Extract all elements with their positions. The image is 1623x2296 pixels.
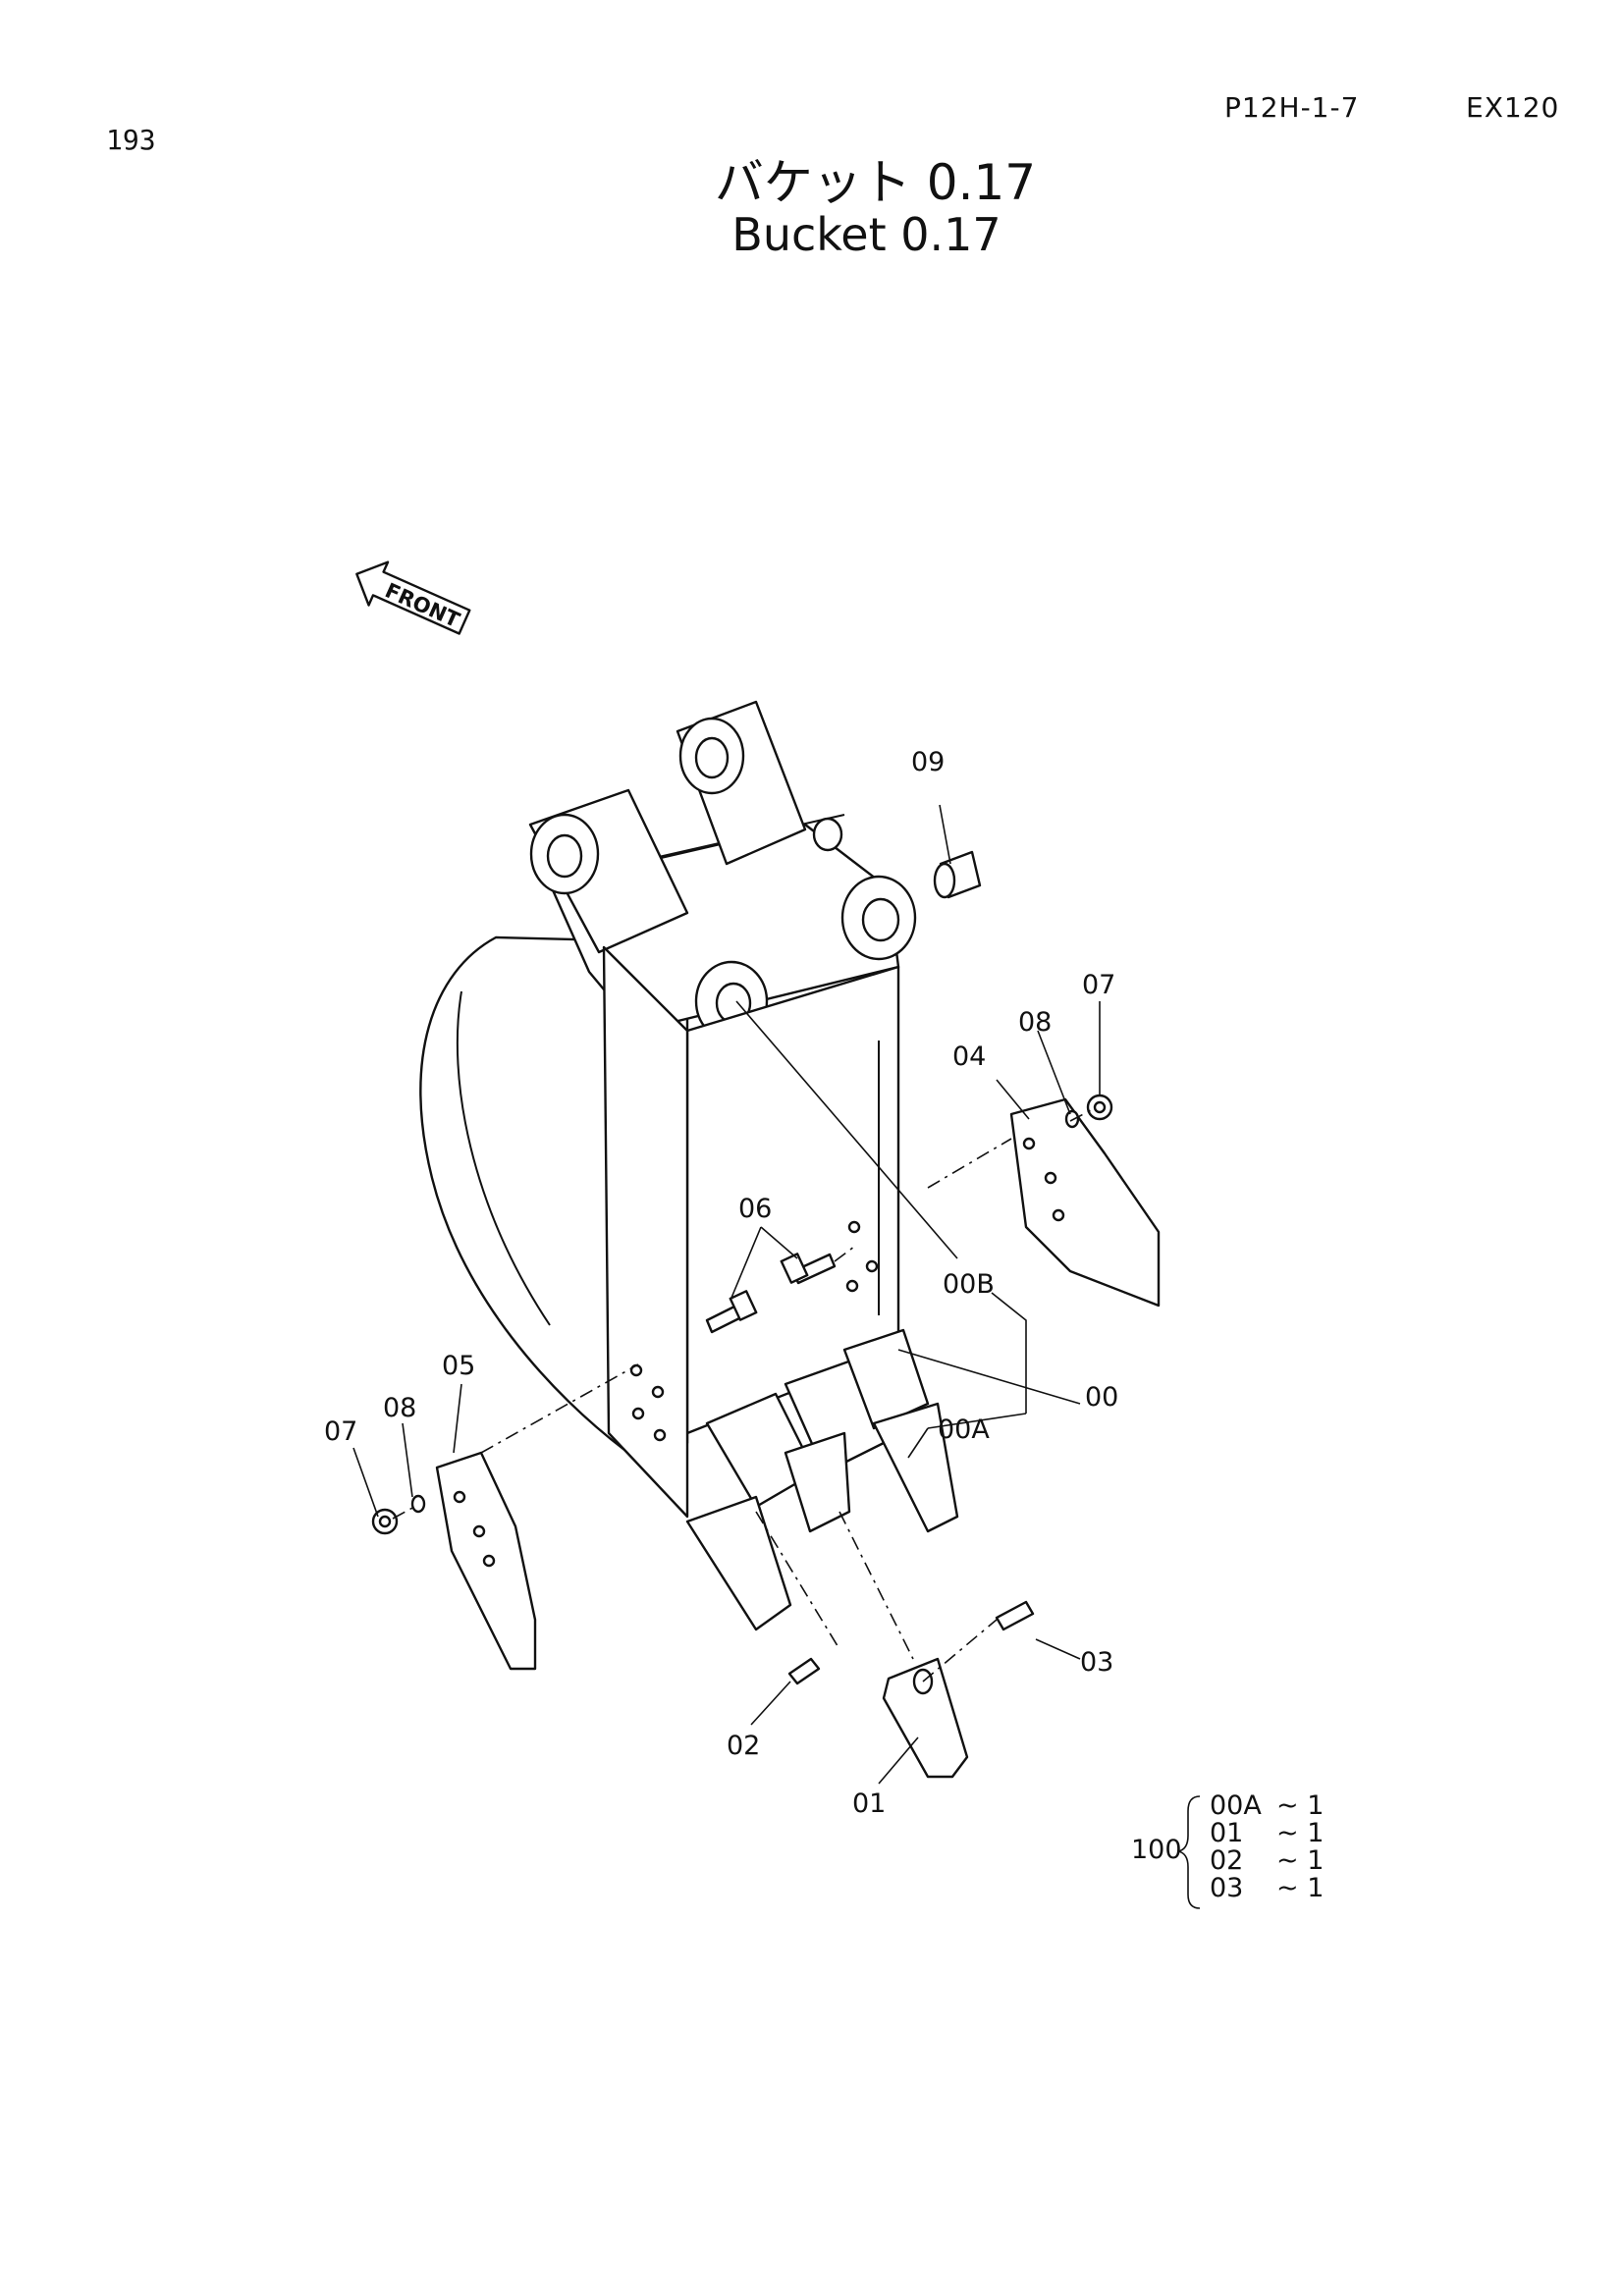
page-number: 193 [106,124,156,156]
bushing-part [933,850,982,899]
callout-04: 04 [952,1041,986,1072]
callout-01: 01 [852,1789,886,1819]
side-cutter-left-part [435,1451,537,1671]
callout-00: 00 [1085,1382,1118,1413]
kit-item-part: 03 [1210,1873,1243,1903]
side-cutter-right-part [1009,1097,1161,1308]
callout-02: 02 [727,1731,760,1761]
bolts-part [705,1253,837,1334]
title-japanese: バケット 0.17 [714,154,1037,211]
kit-item-part: 02 [1210,1845,1243,1876]
title-english: Bucket 0.17 [731,208,1001,261]
callout-00B: 00B [943,1269,995,1300]
reference-code: P12H-1-7 [1224,91,1360,124]
callout-03: 03 [1080,1647,1113,1678]
nut-washer-right-part [1064,1094,1113,1129]
kit-list: 100 00A ~ 1 01 ~ 1 02 ~ 1 03 ~ 1 [1131,1790,1324,1909]
kit-label: 100 [1131,1835,1182,1865]
kit-item-qty: ~ 1 [1276,1873,1324,1903]
callout-05: 05 [442,1351,475,1381]
kit-item-part: 00A [1210,1790,1262,1821]
kit-item-qty: ~ 1 [1276,1845,1324,1876]
callout-06: 06 [738,1194,772,1224]
callout-07-left: 07 [324,1416,357,1447]
callout-00A: 00A [938,1415,990,1445]
callout-09: 09 [911,747,945,777]
kit-item-qty: ~ 1 [1276,1818,1324,1848]
model-name: EX120 [1466,91,1560,124]
nut-washer-left-part [371,1494,426,1535]
callout-08-right: 08 [1018,1007,1052,1038]
kit-item-part: 01 [1210,1818,1243,1848]
front-arrow-icon: FRONT [355,561,471,635]
front-label: FRONT [382,578,464,632]
lock-pin-part [787,1657,821,1685]
callout-07-right: 07 [1082,970,1115,1000]
replacement-tooth-part [882,1657,969,1779]
kit-item-qty: ~ 1 [1276,1790,1324,1821]
tooth-pin-part [995,1600,1035,1631]
callout-08-left: 08 [383,1393,416,1423]
